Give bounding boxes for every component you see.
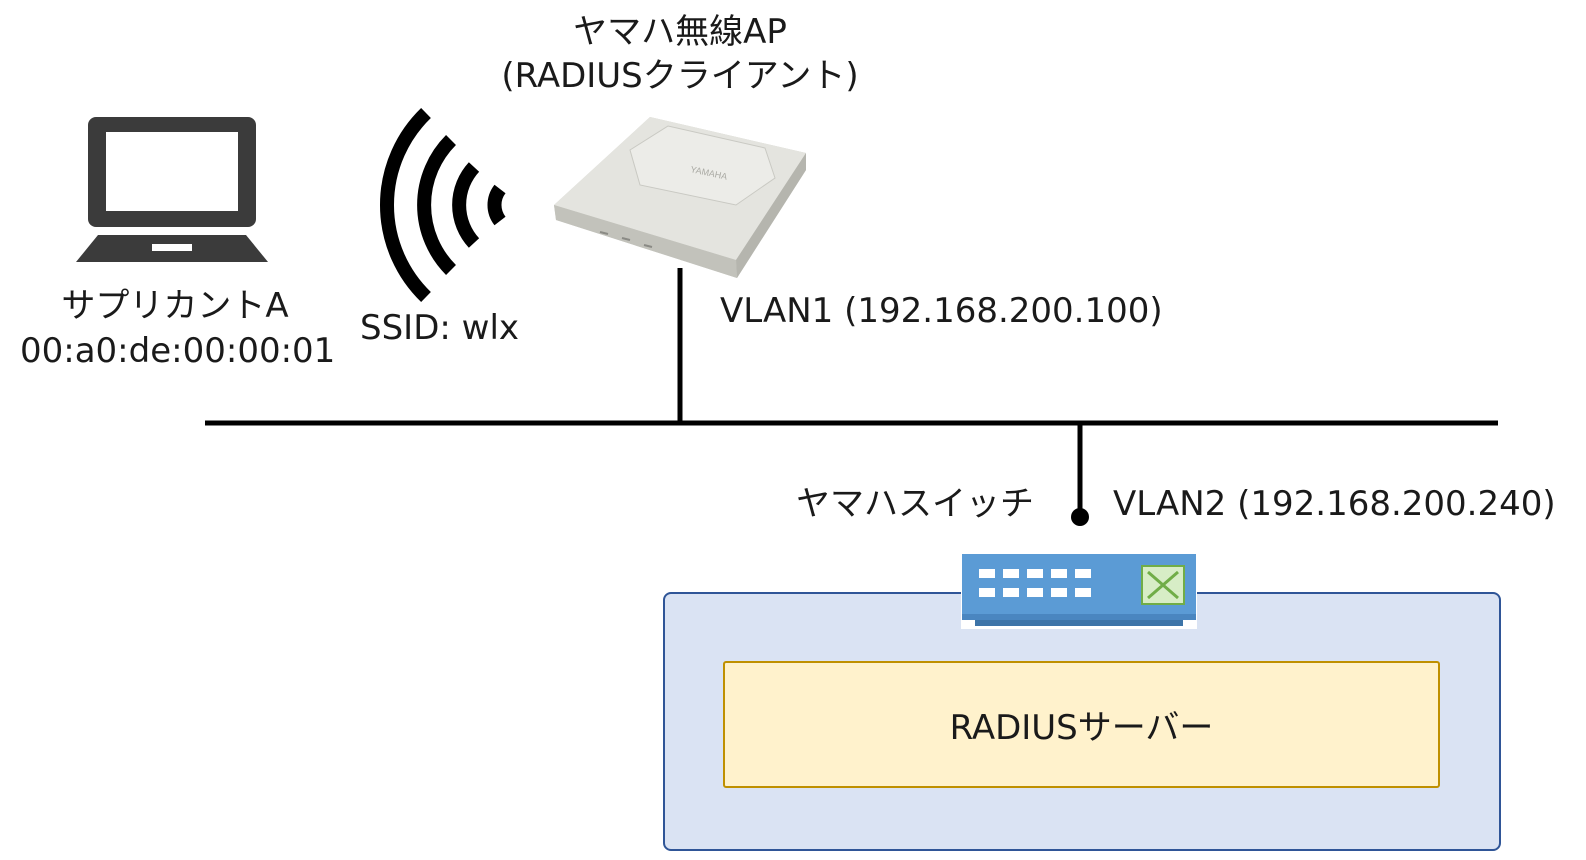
- radius-server-label: RADIUSサーバー: [949, 708, 1214, 748]
- switch-name-label: ヤマハスイッチ: [796, 484, 1034, 524]
- supplicant-mac-label: 00:a0:de:00:00:01: [20, 331, 336, 371]
- ap-vlan-label: VLAN1 (192.168.200.100): [720, 291, 1163, 331]
- ssid-label: SSID: wlx: [360, 308, 520, 348]
- radius-server-box: RADIUSサーバー: [723, 661, 1440, 788]
- switch-vlan-label: VLAN2 (192.168.200.240): [1113, 484, 1556, 524]
- ap-role-label: (RADIUSクライアント): [501, 56, 859, 96]
- supplicant-name-label: サプリカントA: [61, 286, 289, 326]
- switch-connection-dot: [1071, 508, 1089, 526]
- ap-name-label: ヤマハ無線AP: [573, 12, 787, 52]
